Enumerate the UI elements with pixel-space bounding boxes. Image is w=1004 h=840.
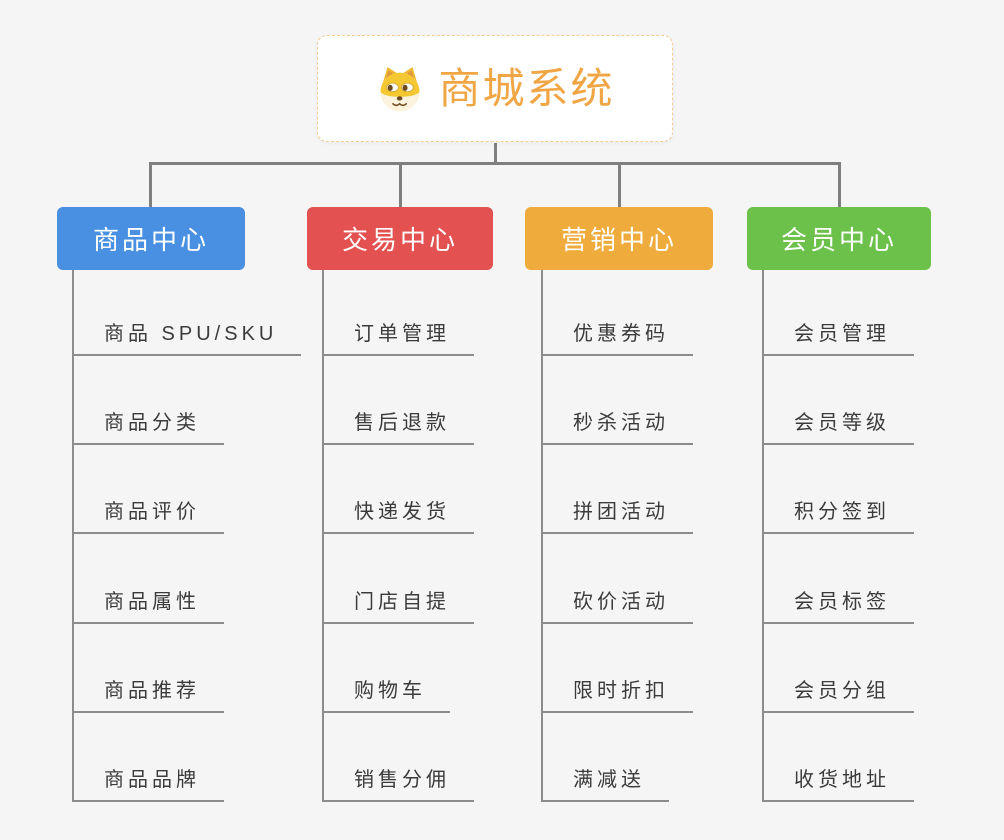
connector-drop-marketing: [618, 163, 621, 207]
branch-spine-product: [72, 270, 74, 801]
dog-face-icon: [380, 66, 421, 112]
leaf-item[interactable]: 会员管理: [762, 310, 914, 356]
connector-horizontal-rail: [149, 162, 841, 165]
leaf-item[interactable]: 购物车: [322, 667, 450, 713]
branch-node-marketing[interactable]: 营销中心: [525, 207, 713, 270]
branch-node-trade[interactable]: 交易中心: [307, 207, 493, 270]
leaf-item[interactable]: 商品品牌: [72, 756, 224, 802]
leaf-item[interactable]: 会员分组: [762, 667, 914, 713]
leaf-item[interactable]: 拼团活动: [541, 488, 693, 534]
branch-node-member[interactable]: 会员中心: [747, 207, 931, 270]
leaf-item[interactable]: 销售分佣: [322, 756, 474, 802]
leaf-item[interactable]: 会员标签: [762, 578, 914, 624]
root-title: 商城系统: [438, 64, 615, 112]
leaf-item[interactable]: 商品分类: [72, 399, 224, 445]
leaf-item[interactable]: 满减送: [541, 756, 669, 802]
leaf-item[interactable]: 售后退款: [322, 399, 474, 445]
branch-spine-marketing: [541, 270, 543, 801]
leaf-item[interactable]: 商品评价: [72, 488, 224, 534]
leaf-item[interactable]: 快递发货: [322, 488, 474, 534]
connector-drop-product: [149, 163, 152, 207]
connector-drop-member: [838, 163, 841, 207]
leaf-item[interactable]: 商品推荐: [72, 667, 224, 713]
leaf-item[interactable]: 限时折扣: [541, 667, 693, 713]
leaf-item[interactable]: 门店自提: [322, 578, 474, 624]
leaf-item[interactable]: 会员等级: [762, 399, 914, 445]
leaf-item[interactable]: 砍价活动: [541, 578, 693, 624]
connector-drop-trade: [399, 163, 402, 207]
leaf-item[interactable]: 优惠券码: [541, 310, 693, 356]
leaf-item[interactable]: 商品 SPU/SKU: [72, 310, 302, 356]
leaf-item[interactable]: 商品属性: [72, 578, 224, 624]
connector-root-stem: [494, 143, 497, 164]
leaf-item[interactable]: 订单管理: [322, 310, 474, 356]
branch-spine-trade: [322, 270, 324, 801]
branch-node-product[interactable]: 商品中心: [57, 207, 245, 270]
root-node[interactable]: 商城系统: [317, 35, 673, 142]
leaf-item[interactable]: 秒杀活动: [541, 399, 693, 445]
leaf-item[interactable]: 积分签到: [762, 488, 914, 534]
leaf-item[interactable]: 收货地址: [762, 756, 914, 802]
branch-spine-member: [762, 270, 764, 801]
